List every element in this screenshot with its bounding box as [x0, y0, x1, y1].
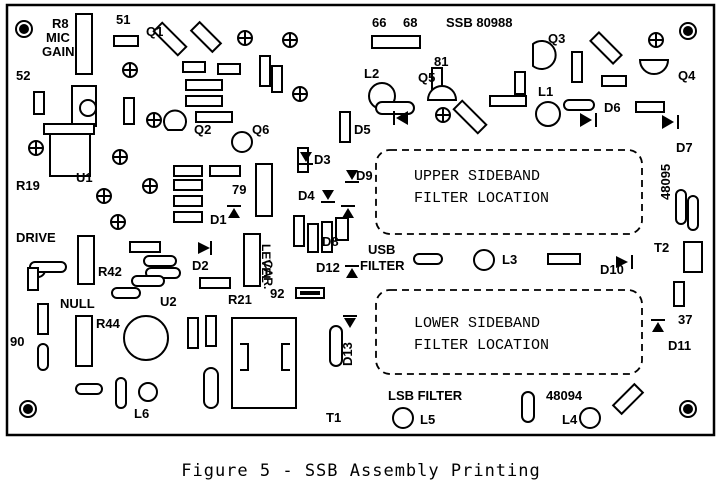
title-label: SSB 80988 [446, 15, 513, 30]
d5-label: D5 [354, 122, 371, 137]
diodes [198, 111, 679, 332]
upper-filter-location [375, 149, 643, 235]
q5-label: Q5 [418, 70, 435, 85]
q3-label: Q3 [548, 31, 565, 46]
n52-label: 52 [16, 68, 30, 83]
d2-label: D2 [192, 258, 209, 273]
d6-label: D6 [604, 100, 621, 115]
mic-label: MIC [46, 30, 70, 45]
labels: SSB 80988 R8 MIC GAIN 51 Q1 66 68 Q3 Q4 … [10, 12, 696, 427]
drive-label: DRIVE [16, 230, 56, 245]
d4-label: D4 [298, 188, 315, 203]
l4-label: L4 [562, 412, 578, 427]
gain-label: GAIN [42, 44, 75, 59]
null-label: NULL [60, 296, 95, 311]
q6-label: Q6 [252, 122, 269, 137]
d12-label: D12 [316, 260, 340, 275]
lower-filter-line1: LOWER SIDEBAND [414, 315, 540, 332]
d10-label: D10 [600, 262, 624, 277]
n92-label: 92 [270, 286, 284, 301]
filter-label: FILTER [360, 258, 405, 273]
d1-label: D1 [210, 212, 227, 227]
u1-label: U1 [76, 170, 93, 185]
r44-label: R44 [96, 316, 121, 331]
d11-label: D11 [668, 338, 691, 353]
lsb-filter-label: LSB FILTER [388, 388, 463, 403]
r21-label: R21 [228, 292, 252, 307]
mounting-holes [15, 20, 697, 418]
r8-label: R8 [52, 16, 69, 31]
level-label: LEVEL [259, 244, 273, 283]
figure-caption: Figure 5 - SSB Assembly Printing [181, 461, 541, 481]
q1-label: Q1 [146, 24, 163, 39]
l1-label: L1 [538, 84, 553, 99]
r42-label: R42 [98, 264, 122, 279]
n51-label: 51 [116, 12, 130, 27]
l2-label: L2 [364, 66, 379, 81]
t1-label: T1 [326, 410, 341, 425]
n81-label: 81 [434, 54, 448, 69]
l6-label: L6 [134, 406, 149, 421]
t2-label: T2 [654, 240, 669, 255]
l3-label: L3 [502, 252, 517, 267]
usb-label: USB [368, 242, 395, 257]
n79-label: 79 [232, 182, 246, 197]
q4-label: Q4 [678, 68, 696, 83]
q2-label: Q2 [194, 122, 211, 137]
n66-label: 66 [372, 15, 386, 30]
n90-label: 90 [10, 334, 24, 349]
lower-filter-line2: FILTER LOCATION [414, 337, 549, 354]
components [27, 13, 703, 429]
car-label: CAR. [261, 260, 275, 289]
d3-label: D3 [314, 152, 331, 167]
d13-label: D13 [340, 342, 355, 366]
d8-label: D8 [322, 234, 339, 249]
d9-label: D9 [356, 168, 373, 183]
r19-label: R19 [16, 178, 40, 193]
u2-label: U2 [160, 294, 177, 309]
l5-label: L5 [420, 412, 435, 427]
n68-label: 68 [403, 15, 417, 30]
n37-label: 37 [678, 312, 692, 327]
d7-label: D7 [676, 140, 693, 155]
upper-filter-line1: UPPER SIDEBAND [414, 168, 540, 185]
n48095-label: 48095 [658, 164, 673, 200]
lower-filter-location [375, 289, 643, 375]
n48094-label: 48094 [546, 388, 583, 403]
upper-filter-line2: FILTER LOCATION [414, 190, 549, 207]
